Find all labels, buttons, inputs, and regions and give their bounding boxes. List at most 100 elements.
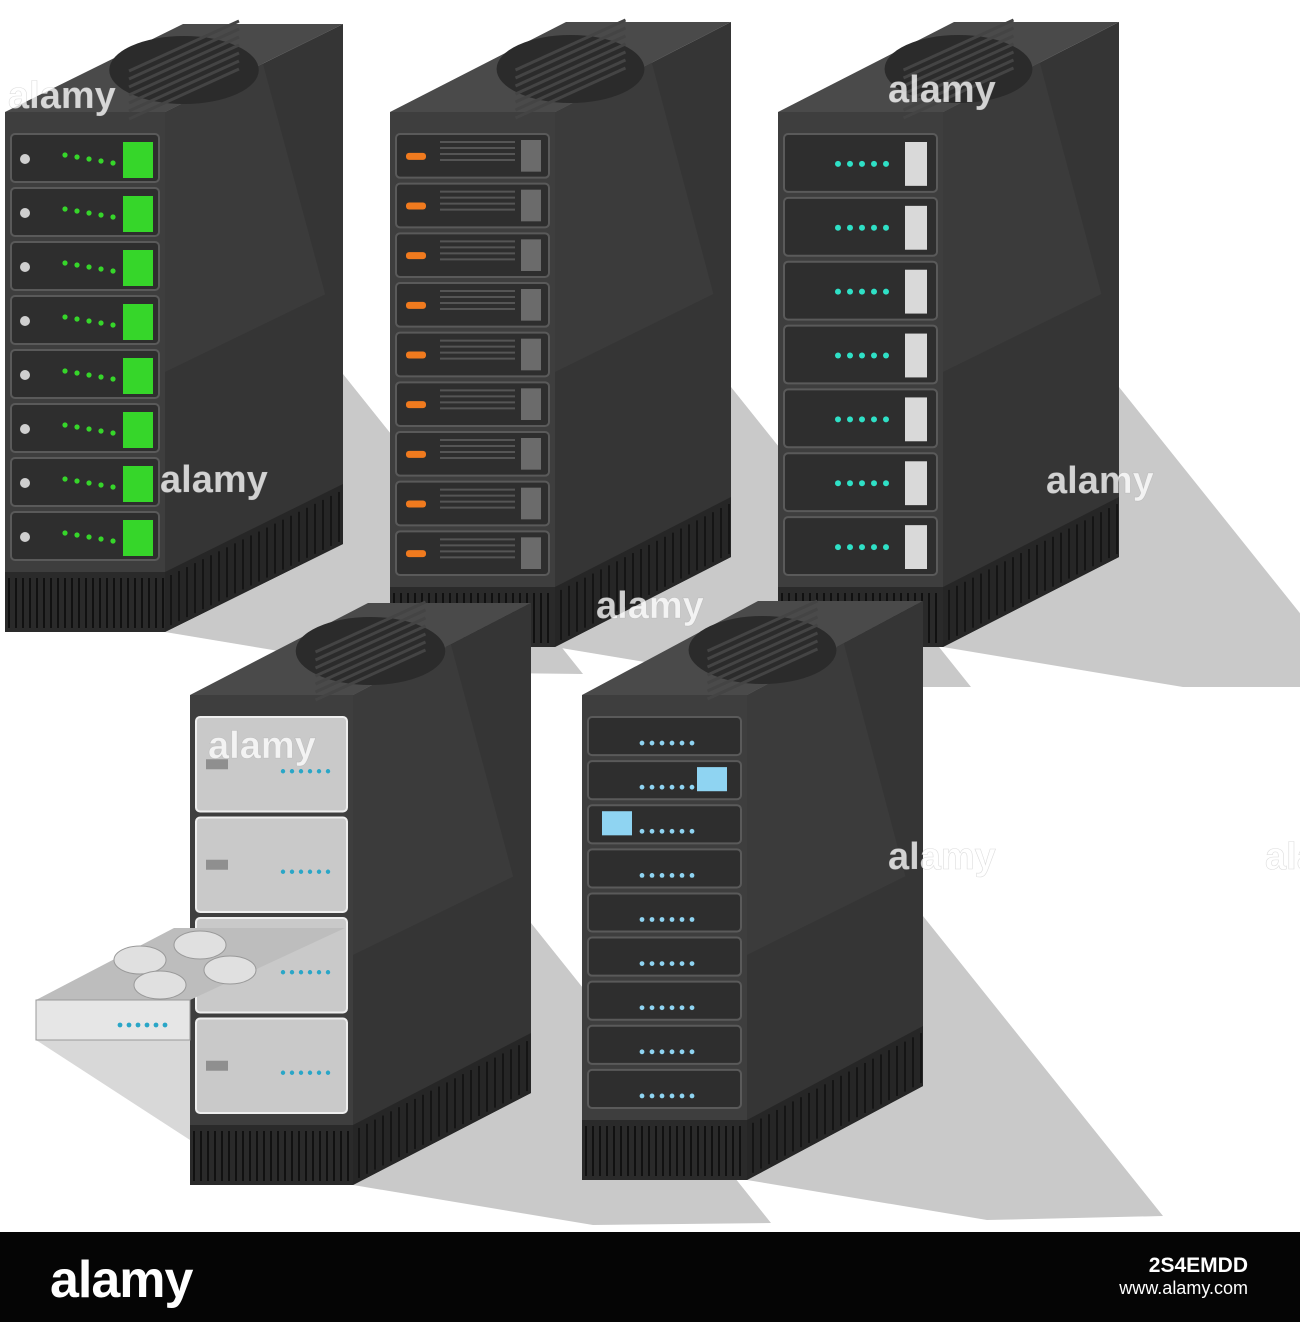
open-drawer <box>35 928 345 1140</box>
status-led <box>669 1093 675 1099</box>
cabinet-side-highlight <box>747 643 906 955</box>
unit-panel <box>587 980 742 1021</box>
status-led <box>689 740 695 746</box>
vent-slat <box>706 607 819 661</box>
display-screen <box>123 520 153 556</box>
vent-slat <box>128 51 240 105</box>
status-led <box>316 1070 322 1075</box>
status-led <box>62 368 68 374</box>
status-led <box>669 1005 675 1011</box>
status-led <box>659 961 665 967</box>
status-led <box>98 428 104 434</box>
rack-unit <box>587 716 742 757</box>
status-led <box>871 480 877 487</box>
status-led <box>639 917 645 922</box>
status-led <box>289 1070 295 1075</box>
status-led <box>98 266 104 272</box>
status-led <box>406 550 426 558</box>
watermark-text: alamy <box>888 836 996 878</box>
unit-panel <box>395 182 550 229</box>
status-led <box>835 544 841 551</box>
drawer-top <box>36 928 345 1000</box>
status-led <box>859 288 865 295</box>
status-led <box>835 224 841 231</box>
status-led <box>289 769 295 774</box>
unit-panel <box>395 331 550 378</box>
status-led <box>669 1049 675 1055</box>
status-led <box>679 961 685 967</box>
status-led <box>859 160 865 167</box>
status-led <box>62 260 68 266</box>
vent-slat <box>314 624 427 678</box>
side-base-grille <box>747 1026 923 1180</box>
footer-image-info: 2S4EMDD www.alamy.com <box>1119 1254 1248 1299</box>
watermark-text: alamy <box>1265 836 1300 878</box>
status-led <box>110 268 116 274</box>
display-screen <box>123 196 153 232</box>
vent-slat <box>314 608 427 662</box>
status-led <box>110 322 116 328</box>
status-led <box>639 828 645 834</box>
status-led <box>669 740 675 746</box>
status-led <box>679 784 685 790</box>
watermark-text: alamy <box>160 459 268 501</box>
rack-unit <box>783 516 938 577</box>
status-led <box>871 416 877 423</box>
status-led <box>689 917 695 922</box>
display-screen <box>123 466 153 502</box>
unit-panel <box>395 133 550 179</box>
unit-panel <box>395 282 550 328</box>
display-screen <box>602 811 632 836</box>
watermark-text: alamy <box>208 725 316 767</box>
status-led <box>883 224 889 231</box>
status-led <box>74 262 80 268</box>
status-led <box>86 156 92 162</box>
status-led <box>649 1049 655 1055</box>
status-led <box>669 784 675 790</box>
status-led <box>307 769 313 774</box>
status-led <box>679 828 685 834</box>
status-led <box>835 160 841 167</box>
rack-unit <box>783 388 938 449</box>
port-block <box>521 438 541 470</box>
status-led <box>406 252 426 260</box>
status-led <box>144 1022 150 1028</box>
vent-slat <box>514 34 627 88</box>
status-led <box>689 961 695 967</box>
vent-slat <box>902 18 1015 72</box>
status-led <box>298 869 304 874</box>
status-led <box>325 769 331 774</box>
status-led <box>847 288 853 295</box>
rack-unit <box>10 241 160 291</box>
status-led <box>679 1049 685 1055</box>
status-led <box>871 288 877 295</box>
status-led <box>649 828 655 834</box>
unit-panel <box>10 403 160 453</box>
unit-panel <box>395 480 550 527</box>
rack-unit <box>587 1024 742 1065</box>
status-led <box>669 872 675 878</box>
unit-panel <box>10 349 160 399</box>
status-led <box>406 450 426 458</box>
rack-unit <box>10 511 160 561</box>
unit-panel <box>587 716 742 757</box>
status-led <box>859 224 865 231</box>
status-led <box>86 426 92 432</box>
side-base-grille <box>555 497 731 647</box>
status-led <box>859 352 865 359</box>
status-led <box>135 1022 141 1028</box>
status-led <box>74 478 80 484</box>
status-led <box>98 158 104 164</box>
port-block <box>521 388 541 420</box>
status-led <box>639 872 645 878</box>
footer-bar: alamy 2S4EMDD www.alamy.com <box>0 1232 1300 1322</box>
status-led <box>659 872 665 878</box>
vent-slat <box>128 35 240 89</box>
status-led <box>859 480 865 487</box>
status-led <box>74 424 80 430</box>
port-block <box>521 289 541 321</box>
status-led <box>298 970 304 975</box>
side-base-grille <box>943 497 1119 647</box>
label-plate <box>206 859 228 870</box>
vent-slat <box>902 66 1015 120</box>
